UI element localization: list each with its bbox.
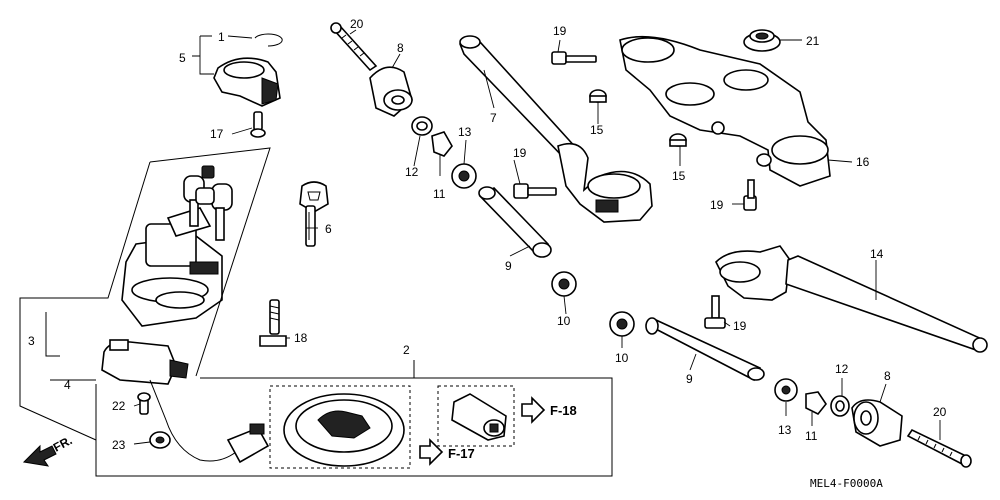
handlebar-left-part	[459, 35, 653, 223]
rubber-10-top-part	[551, 271, 577, 297]
label-part-12-right: 12	[835, 362, 849, 376]
label-part-13-top: 13	[458, 125, 472, 139]
fuel-cap-box	[95, 360, 613, 477]
label-part-16: 16	[856, 155, 870, 169]
rubber-10-right-part	[609, 311, 635, 337]
label-part-3: 3	[28, 334, 35, 348]
reference-f18[interactable]: F-18	[521, 396, 577, 424]
screw-17-part	[250, 111, 266, 138]
washer-12-right-part	[830, 395, 850, 417]
key-part	[299, 181, 329, 247]
label-part-13-right: 13	[778, 423, 792, 437]
key-cover-part	[213, 57, 281, 107]
label-part-22: 22	[112, 399, 126, 413]
reference-f17[interactable]: F-17	[419, 438, 475, 466]
label-part-5: 5	[179, 51, 186, 65]
switch-part	[101, 339, 189, 385]
top-bridge-part	[619, 35, 831, 187]
label-part-9-right: 9	[686, 372, 693, 386]
clamp-23-part	[149, 431, 171, 449]
label-part-19-right: 19	[710, 198, 724, 212]
bar-end-weight-right-part	[851, 399, 903, 447]
bolt-19-right-part	[743, 179, 757, 211]
inner-weight-9-top-part	[478, 186, 552, 258]
ignition-keys-part	[183, 165, 233, 241]
front-direction-arrow: FR.	[22, 433, 74, 467]
bolt-18-part	[259, 299, 287, 347]
bolt-19-mid-part	[704, 295, 726, 329]
label-part-18: 18	[294, 331, 308, 345]
label-part-14: 14	[870, 247, 884, 261]
washer-12-top-part	[411, 116, 433, 136]
label-part-1: 1	[218, 30, 225, 44]
label-part-11-top: 11	[433, 187, 446, 201]
label-part-11-right: 11	[805, 429, 818, 443]
label-part-8-right: 8	[884, 369, 891, 383]
label-part-21: 21	[806, 34, 820, 48]
label-part-8-top: 8	[397, 41, 404, 55]
bolt-20-top-part	[330, 22, 378, 72]
label-part-6: 6	[325, 222, 332, 236]
handlebar-right-part	[715, 245, 988, 353]
label-part-7: 7	[490, 111, 497, 125]
bar-end-weight-top-part	[369, 66, 413, 117]
bolt-19-top-part	[551, 51, 597, 65]
ignition-switch-part	[121, 207, 223, 327]
label-part-23: 23	[112, 438, 126, 452]
wire-harness-part	[149, 379, 270, 464]
reference-f18-label: F-18	[550, 403, 577, 418]
label-part-20-top: 20	[350, 17, 364, 31]
fuel-lock-part	[451, 393, 507, 441]
leader-lines	[133, 29, 941, 445]
label-part-15-top: 15	[590, 123, 604, 137]
cap-15-lower-part	[669, 133, 687, 147]
exploded-view-outline	[19, 147, 271, 441]
collar-11-right-part	[805, 391, 827, 416]
cap-15-top-part	[589, 89, 607, 103]
collar-11-top-part	[431, 131, 453, 157]
circlip-part	[254, 33, 283, 47]
label-part-19-top: 19	[553, 24, 567, 38]
inner-weight-9-right-part	[645, 317, 765, 382]
label-part-20-right: 20	[933, 405, 947, 419]
bolt-19-left-part	[513, 183, 557, 199]
fuel-cap-part	[283, 393, 405, 467]
label-part-4: 4	[64, 378, 71, 392]
label-part-19-left: 19	[513, 146, 527, 160]
label-part-10-right: 10	[615, 351, 629, 365]
rubber-13-top-part	[451, 163, 477, 189]
diagram-code: MEL4-F0000A	[810, 477, 883, 490]
label-part-2: 2	[403, 343, 410, 357]
label-part-9-top: 9	[505, 259, 512, 273]
screw-22-part	[137, 392, 151, 415]
label-part-15-lower: 15	[672, 169, 686, 183]
label-part-17: 17	[210, 127, 224, 141]
bolt-20-right-part	[906, 428, 972, 468]
reference-f17-label: F-17	[448, 446, 475, 461]
label-part-10-top: 10	[557, 314, 571, 328]
label-part-12-top: 12	[405, 165, 419, 179]
label-part-19-mid: 19	[733, 319, 747, 333]
nut-21-part	[743, 29, 781, 52]
rubber-13-right-part	[774, 378, 798, 402]
